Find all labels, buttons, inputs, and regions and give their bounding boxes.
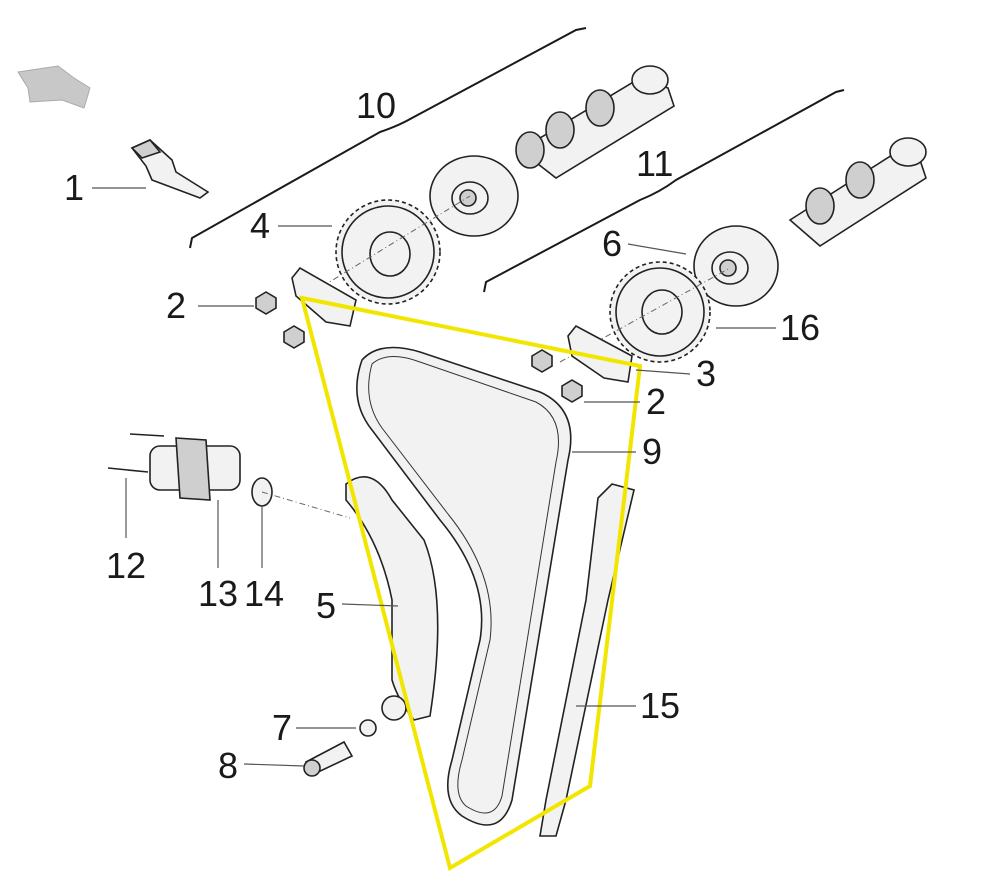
callout-12: 12 [106,545,146,586]
tensioner-assembly [107,433,351,519]
highlight-frame [299,295,643,872]
sprocket-16 [559,261,731,363]
callout-14: 14 [244,573,284,614]
bolt-2-upper [255,291,305,349]
callout-11: 11 [636,143,673,184]
callout-7: 7 [272,707,292,748]
chain-guide-15 [539,483,635,837]
callout-3: 3 [696,353,716,394]
callout-16: 16 [780,307,820,348]
callout-13: 13 [198,573,238,614]
plate-left [291,266,357,327]
callout-10: 10 [356,85,396,126]
callout-4: 4 [250,205,270,246]
orientation-arrow-icon [17,65,91,109]
callout-labels: 1 2 2 3 4 5 6 7 8 9 10 11 12 13 14 15 16 [64,85,820,786]
timing-chain-9 [356,346,572,826]
callout-6: 6 [602,223,622,264]
leader-lines [92,187,776,767]
washer-7 [359,719,377,737]
pin-8 [303,740,354,777]
callout-5: 5 [316,585,336,626]
bracket-10 [189,27,587,249]
sprocket-4 [299,195,471,305]
camshaft-exhaust [693,137,927,307]
callout-2-upper: 2 [166,285,186,326]
callout-9: 9 [642,431,662,472]
part-1-sensor [130,139,210,199]
chain-guide-5 [345,476,439,721]
bolt-2-lower [531,349,583,403]
callout-2-lower: 2 [646,381,666,422]
camshaft-intake [429,65,675,237]
callout-1: 1 [64,167,84,208]
bracket-11 [483,89,845,293]
callout-15: 15 [640,685,680,726]
callout-8: 8 [218,745,238,786]
plate-right [567,324,633,383]
